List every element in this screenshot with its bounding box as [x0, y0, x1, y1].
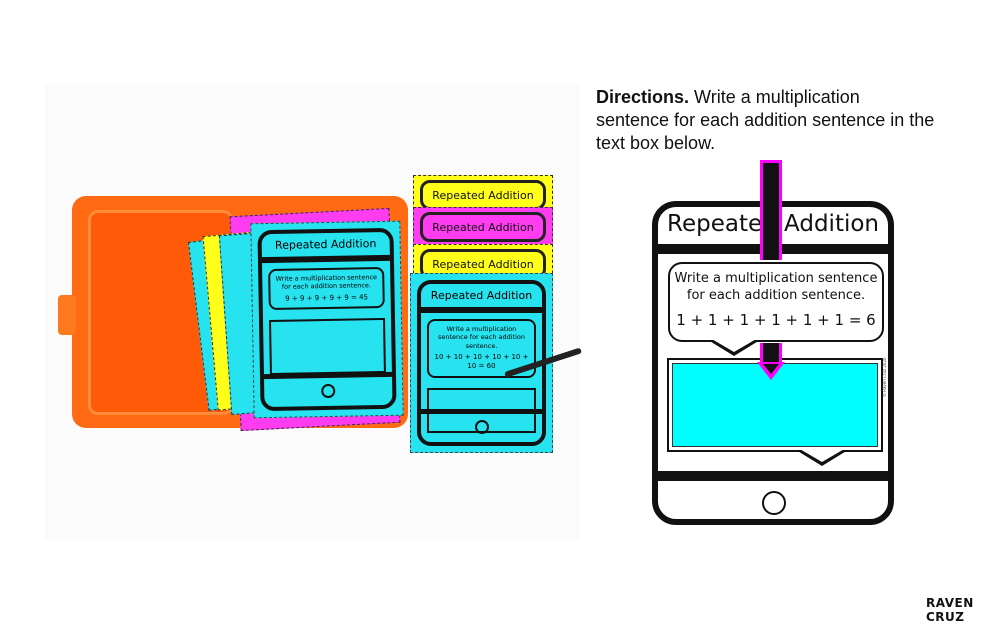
card-title: Repeated Addition	[261, 231, 390, 264]
box-latch	[58, 295, 76, 335]
card-instruction: Write a multiplication sentence for each…	[437, 325, 526, 350]
tab-card: Repeated Addition	[413, 207, 553, 247]
answer-box-pointer-fill	[798, 448, 846, 462]
tab-title: Repeated Addition	[420, 180, 546, 210]
card-answer-box	[268, 317, 386, 375]
arrow-head-fill	[763, 364, 779, 374]
down-arrow-shaft-lower	[760, 343, 782, 365]
bottom-divider	[658, 471, 888, 481]
home-button-icon	[762, 491, 786, 515]
directions-label: Directions.	[596, 87, 690, 107]
instruction-line-1: Write a multiplication sentence	[674, 271, 878, 286]
task-card-photo-1: Repeated Addition Write a multiplication…	[250, 220, 404, 419]
instruction-line-2: for each addition sentence.	[686, 288, 866, 303]
card-title: Repeated Addition	[421, 284, 542, 313]
home-button-icon	[321, 383, 336, 399]
card-equation: 9 + 9 + 9 + 9 + 9 = 45	[285, 293, 369, 303]
copyright: © Raven Cruz 2020	[882, 357, 887, 397]
card-equation: 10 + 10 + 10 + 10 + 10 + 10 = 60	[434, 353, 529, 371]
card-band	[263, 371, 393, 380]
card-band	[421, 409, 542, 414]
raven-cruz-logo: RAVEN CRUZ	[926, 596, 974, 624]
home-button-icon	[474, 420, 489, 434]
bubble-pointer-fill	[710, 338, 758, 352]
tab-title: Repeated Addition	[420, 212, 546, 242]
addition-equation: 1 + 1 + 1 + 1 + 1 + 1 = 6	[676, 311, 876, 329]
instruction-bubble: Write a multiplication sentence for each…	[668, 262, 884, 342]
down-arrow-icon	[760, 160, 782, 260]
card-instruction: Write a multiplication sentence for each…	[275, 273, 378, 292]
directions-text: Directions. Write a multiplication sente…	[596, 86, 936, 155]
directions-body: Write a multiplication sentence for each…	[596, 87, 935, 153]
